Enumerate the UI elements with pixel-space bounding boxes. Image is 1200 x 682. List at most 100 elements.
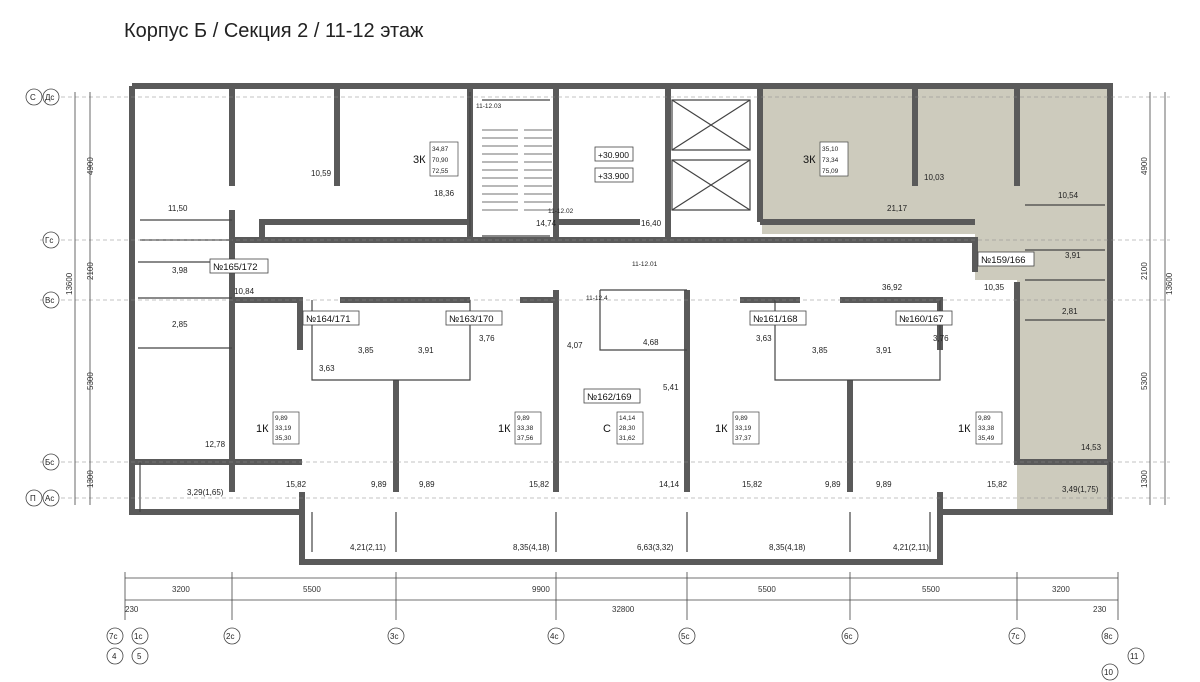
- room-area: 9,89: [876, 480, 892, 489]
- room-area: 14,74: [536, 219, 557, 228]
- room-area: 8,35(4,18): [769, 543, 806, 552]
- dim-label: 3200: [172, 585, 190, 594]
- dim-label: 3200: [1052, 585, 1070, 594]
- axis-label: С: [30, 93, 36, 102]
- room-area: 2,85: [172, 320, 188, 329]
- apt-area: 34,87: [432, 146, 449, 153]
- dim-label: 5300: [86, 372, 95, 390]
- room-area: 18,36: [434, 189, 455, 198]
- room-area: 4,68: [643, 338, 659, 347]
- apt-area: 31,62: [619, 435, 636, 442]
- apt-area: 33,38: [517, 425, 534, 432]
- dim-label: 1300: [86, 470, 95, 488]
- axis-label: 4: [112, 652, 117, 661]
- axis-label: 10: [1104, 668, 1113, 677]
- thin-lines: [138, 92, 1111, 552]
- room-area: 15,82: [286, 480, 307, 489]
- room-area: 9,89: [825, 480, 841, 489]
- stair-tag: 11-12.4: [586, 295, 608, 302]
- unit-number[interactable]: №161/168: [753, 314, 798, 325]
- room-area: 10,84: [234, 287, 255, 296]
- axis-label: 7с: [109, 632, 117, 641]
- apt-area: 75,09: [822, 168, 839, 175]
- stair-tag: 11-12.03: [476, 103, 502, 110]
- apt-area: 37,37: [735, 435, 752, 442]
- unit-number[interactable]: №165/172: [213, 262, 258, 273]
- room-area: 6,63(3,32): [637, 543, 674, 552]
- dim-label: 5500: [758, 585, 776, 594]
- apt-area: 35,10: [822, 146, 839, 153]
- axis-label: 4с: [550, 632, 558, 641]
- dim-label: 1300: [1140, 470, 1149, 488]
- apt-area: 72,55: [432, 168, 449, 175]
- axis-label: Бс: [45, 458, 54, 467]
- dim-label: 13600: [65, 272, 74, 295]
- unit-number[interactable]: №163/170: [449, 314, 494, 325]
- level-mark: +30.900: [598, 150, 629, 160]
- apt-area: 33,19: [275, 425, 292, 432]
- apt-area: 14,14: [619, 415, 636, 422]
- stair-tag: 11-12.01: [632, 261, 658, 268]
- room-area: 2,81: [1062, 307, 1078, 316]
- axis-label: 7с: [1011, 632, 1019, 641]
- room-area: 3,91: [876, 346, 892, 355]
- room-area: 3,63: [756, 334, 772, 343]
- apt-type: 3К: [803, 154, 816, 166]
- axis-label: 8с: [1104, 632, 1112, 641]
- room-area: 15,82: [742, 480, 763, 489]
- axis-label: Дс: [45, 93, 54, 102]
- dim-label: 230: [1093, 605, 1107, 614]
- unit-number[interactable]: №162/169: [587, 392, 632, 403]
- apt-area: 28,30: [619, 425, 636, 432]
- axis-label: 5с: [681, 632, 689, 641]
- dim-label: 5500: [922, 585, 940, 594]
- room-area: 5,41: [663, 383, 679, 392]
- room-area: 4,21(2,11): [893, 543, 929, 552]
- apt-area: 9,89: [735, 415, 748, 422]
- dim-label: 230: [125, 605, 139, 614]
- axis-label: Ас: [45, 494, 54, 503]
- apt-area: 37,56: [517, 435, 534, 442]
- room-area: 3,85: [358, 346, 374, 355]
- room-area: 3,85: [812, 346, 828, 355]
- room-area: 3,63: [319, 364, 335, 373]
- room-area: 14,53: [1081, 443, 1102, 452]
- apt-area: 33,38: [978, 425, 995, 432]
- apt-type: 1К: [715, 423, 728, 435]
- unit-number[interactable]: №160/167: [899, 314, 944, 325]
- room-area: 3,29(1,65): [187, 488, 224, 497]
- room-area: 16,40: [641, 219, 662, 228]
- apt-area: 35,30: [275, 435, 292, 442]
- room-area: 8,35(4,18): [513, 543, 550, 552]
- apt-area: 73,34: [822, 157, 839, 164]
- level-mark: +33.900: [598, 171, 629, 181]
- apt-card-boxes: [272, 141, 1003, 445]
- apt-area: 9,89: [978, 415, 991, 422]
- unit-number[interactable]: №164/171: [306, 314, 351, 325]
- room-area: 3,91: [1065, 251, 1081, 260]
- room-area: 3,76: [933, 334, 949, 343]
- apt-area: 9,89: [517, 415, 530, 422]
- room-area: 10,35: [984, 283, 1005, 292]
- dim-label: 9900: [532, 585, 550, 594]
- apt-type: 1К: [256, 423, 269, 435]
- room-area: 9,89: [371, 480, 387, 489]
- apt-area: 9,89: [275, 415, 288, 422]
- axis-label: 6с: [844, 632, 852, 641]
- unit-label-boxes: [209, 251, 1035, 404]
- room-area: 21,17: [887, 204, 908, 213]
- unit-number[interactable]: №159/166: [981, 255, 1026, 266]
- axis-label: Гс: [45, 236, 53, 245]
- stairs: [482, 129, 552, 211]
- axis-markers: [25, 88, 1145, 681]
- apt-type: С: [603, 423, 611, 435]
- room-area: 4,21(2,11): [350, 543, 386, 552]
- room-area: 14,14: [659, 480, 680, 489]
- room-area: 3,98: [172, 266, 188, 275]
- axis-label: 1с: [134, 632, 142, 641]
- apt-area: 35,49: [978, 435, 995, 442]
- highlighted-apartment[interactable]: [762, 84, 1109, 509]
- stair-tag: 11-12.02: [548, 208, 574, 215]
- apt-area: 33,19: [735, 425, 752, 432]
